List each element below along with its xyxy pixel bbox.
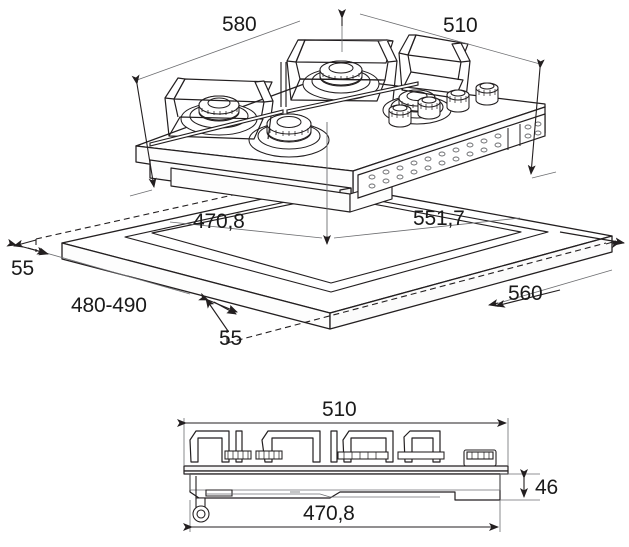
worktop-slab (61, 183, 613, 330)
section-burner-caps (224, 450, 445, 460)
dim-label-worktop-depth: 480-490 (71, 294, 147, 317)
section-gas-inlet (192, 476, 233, 523)
section-knob (463, 449, 497, 467)
dim-label-cutout-depth: 470,8 (193, 210, 245, 233)
grate-center-rear (286, 39, 398, 102)
burner-rear-center (302, 60, 380, 101)
section-body (189, 473, 501, 501)
worktop-cutout (124, 191, 549, 293)
grate-right (398, 34, 471, 99)
perforated-front-panel (357, 113, 546, 199)
dim-label-overall-depth: 580 (222, 13, 257, 36)
section-hob-plate (183, 465, 509, 475)
knob-4[interactable] (475, 82, 499, 106)
dim-label-margin-left: 55 (11, 257, 34, 280)
grate-left (164, 77, 274, 140)
knob-1[interactable] (388, 104, 412, 128)
knob-3[interactable] (446, 89, 470, 113)
dimension-lines-section (177, 418, 540, 532)
section-outline-detail (205, 491, 440, 498)
dimension-arrows-iso (13, 231, 625, 332)
front-section-view (177, 418, 540, 532)
knob-2[interactable] (417, 96, 441, 120)
dim-label-worktop-width: 560 (508, 282, 543, 305)
dim-label-section-top-width: 510 (322, 398, 357, 421)
dim-label-section-body-height: 46 (535, 476, 558, 499)
dim-label-cutout-width: 551,7 (413, 207, 465, 230)
dim-label-overall-width: 510 (443, 14, 478, 37)
dim-label-margin-front: 55 (219, 327, 242, 350)
dim-label-section-body-width: 470,8 (303, 502, 355, 525)
